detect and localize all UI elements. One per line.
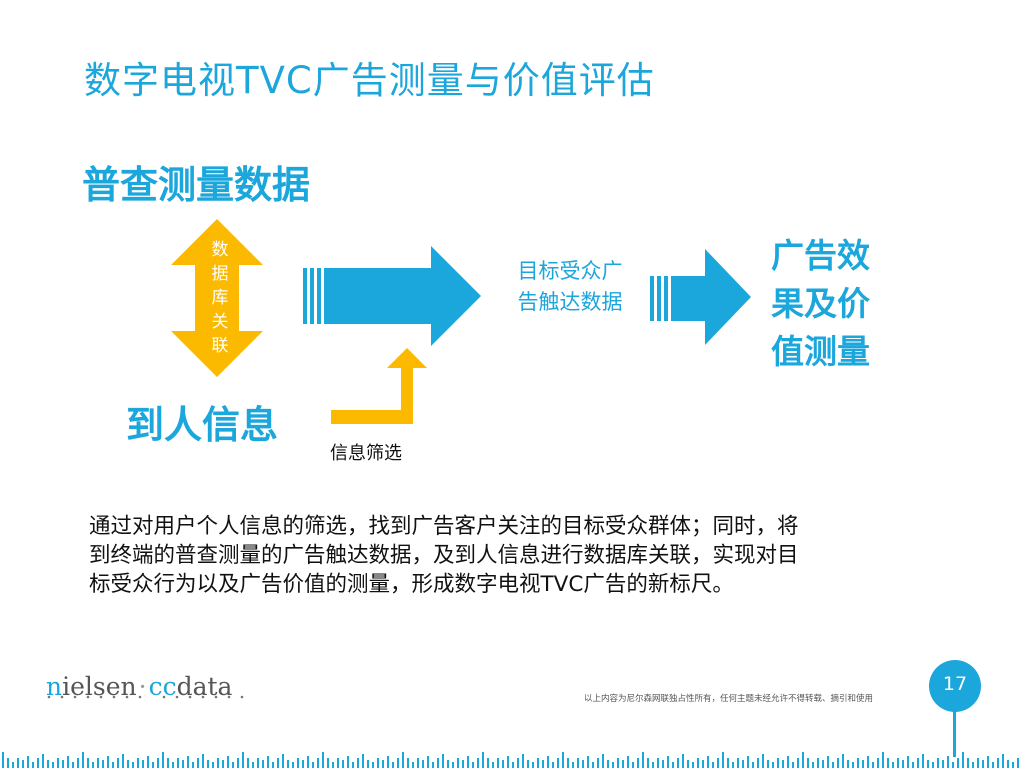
page-number: 17 — [942, 673, 968, 695]
logo-dots-icon — [47, 695, 244, 699]
info-filter-label: 信息筛选 — [330, 443, 402, 464]
slide-title: 数字电视TVC广告测量与价值评估 — [84, 59, 655, 102]
description-line: 标受众行为以及广告价值的测量，形成数字电视TVC广告的新标尺。 — [89, 572, 734, 597]
effect-line: 广告效 — [771, 236, 870, 275]
description-line: 通过对用户个人信息的筛选，找到广告客户关注的目标受众群体；同时，将 — [89, 514, 799, 539]
corner-up-arrow-icon — [331, 348, 427, 424]
effect-line: 值测量 — [771, 332, 870, 371]
description-line: 到终端的普查测量的广告触达数据，及到人信息进行数据库关联，实现对目 — [89, 543, 799, 568]
database-link-char: 据 — [211, 264, 229, 284]
copyright-notice: 以上内容为尼尔森网联独占性所有，任何主题未经允许不得转载、摘引和使用 — [584, 694, 874, 704]
database-link-char: 数 — [211, 240, 229, 260]
effect-line: 果及价 — [771, 284, 870, 323]
database-link-label: 数 据 库 关 联 — [210, 238, 230, 358]
page-badge-stem — [953, 711, 956, 757]
database-link-double-arrow-icon — [171, 219, 263, 377]
database-link-char: 库 — [211, 288, 229, 308]
person-info-heading: 到人信息 — [126, 403, 279, 447]
right-arrow-icon — [650, 249, 751, 345]
database-link-char: 联 — [211, 336, 229, 356]
footer-bars-icon — [2, 752, 1019, 768]
census-data-heading: 普查测量数据 — [82, 163, 311, 207]
target-audience-reach-label: 目标受众广 告触达数据 — [490, 256, 650, 318]
reach-line: 告触达数据 — [517, 290, 623, 314]
reach-line: 目标受众广 — [517, 259, 623, 283]
page-number-badge — [929, 660, 981, 712]
description-paragraph: 通过对用户个人信息的筛选，找到广告客户关注的目标受众群体；同时，将 到终端的普查… — [89, 512, 949, 599]
right-arrow-icon — [303, 246, 481, 346]
ad-effect-value-label: 广告效 果及价 值测量 — [771, 232, 897, 376]
database-link-char: 关 — [211, 312, 229, 332]
